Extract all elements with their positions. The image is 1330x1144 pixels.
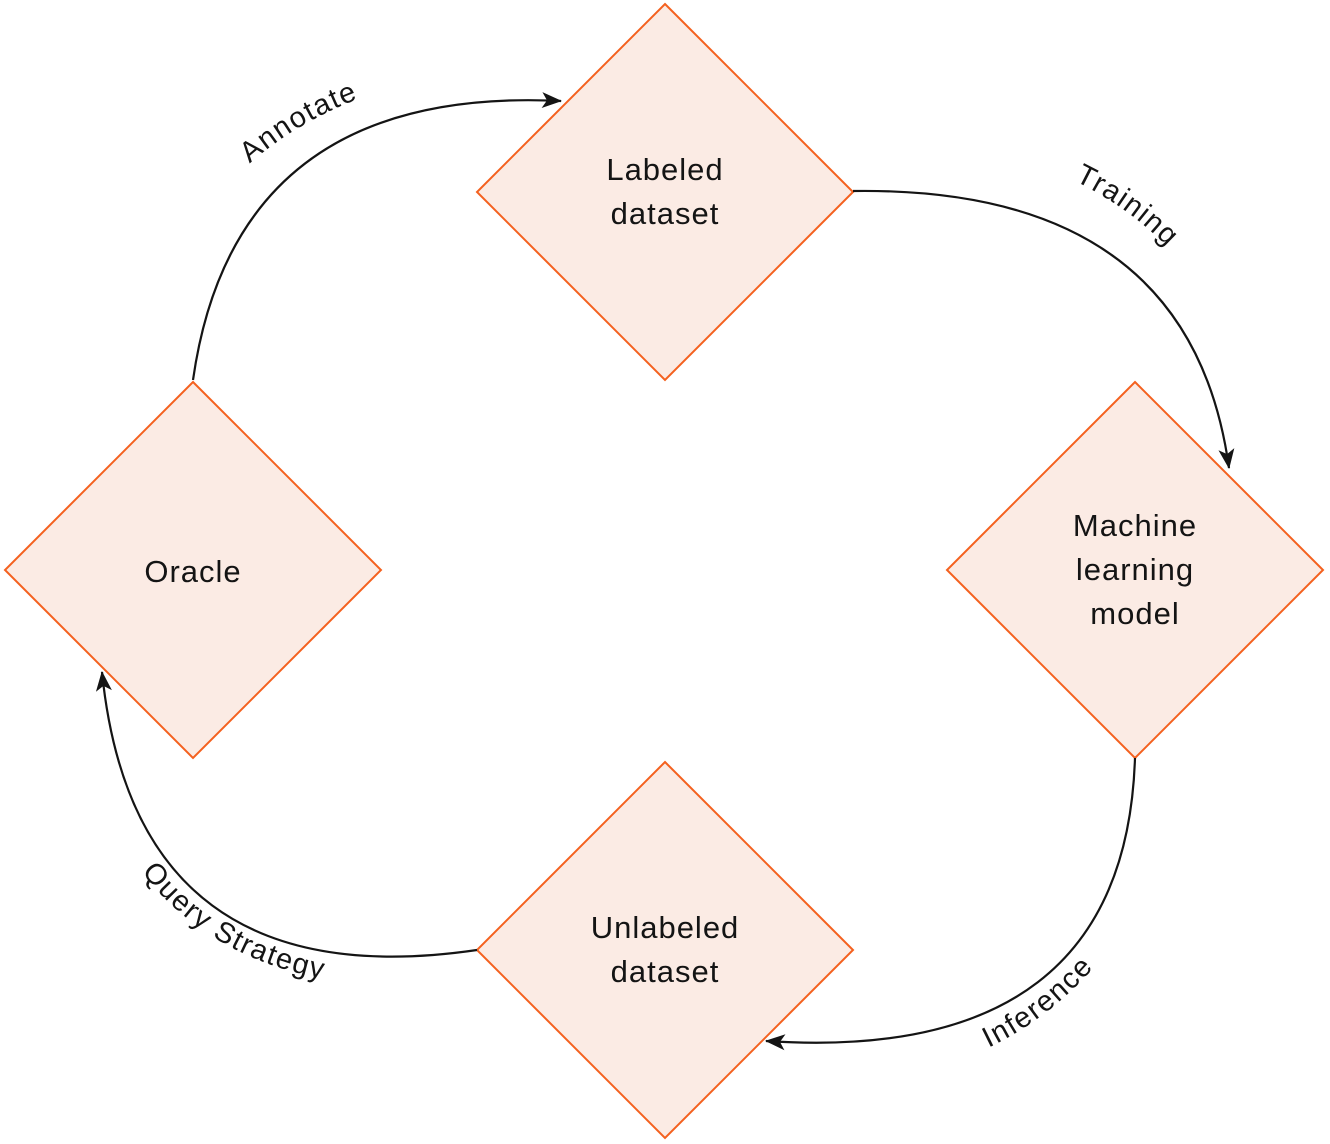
inference-edge-label: Inference bbox=[977, 950, 1099, 1054]
labeled-dataset-label: Labeled dataset bbox=[606, 152, 724, 231]
machine-learning-model-label: Machine learning model bbox=[1072, 508, 1198, 631]
training-edge-label: Training bbox=[1071, 158, 1185, 252]
annotate-arrow bbox=[191, 92, 562, 381]
training-arrow bbox=[852, 189, 1235, 469]
oracle-node bbox=[3, 380, 383, 760]
oracle-label: Oracle bbox=[144, 554, 242, 589]
query-strategy-edge-label: Query Strategy bbox=[136, 856, 329, 986]
unlabeled-dataset-label: Unlabeled dataset bbox=[590, 910, 740, 989]
inference-arrow bbox=[765, 757, 1137, 1051]
query-strategy-arrow bbox=[95, 671, 478, 958]
unlabeled-dataset-node bbox=[475, 760, 855, 1140]
labeled-dataset-node bbox=[475, 2, 855, 382]
annotate-edge-label: Annotate bbox=[234, 75, 362, 169]
